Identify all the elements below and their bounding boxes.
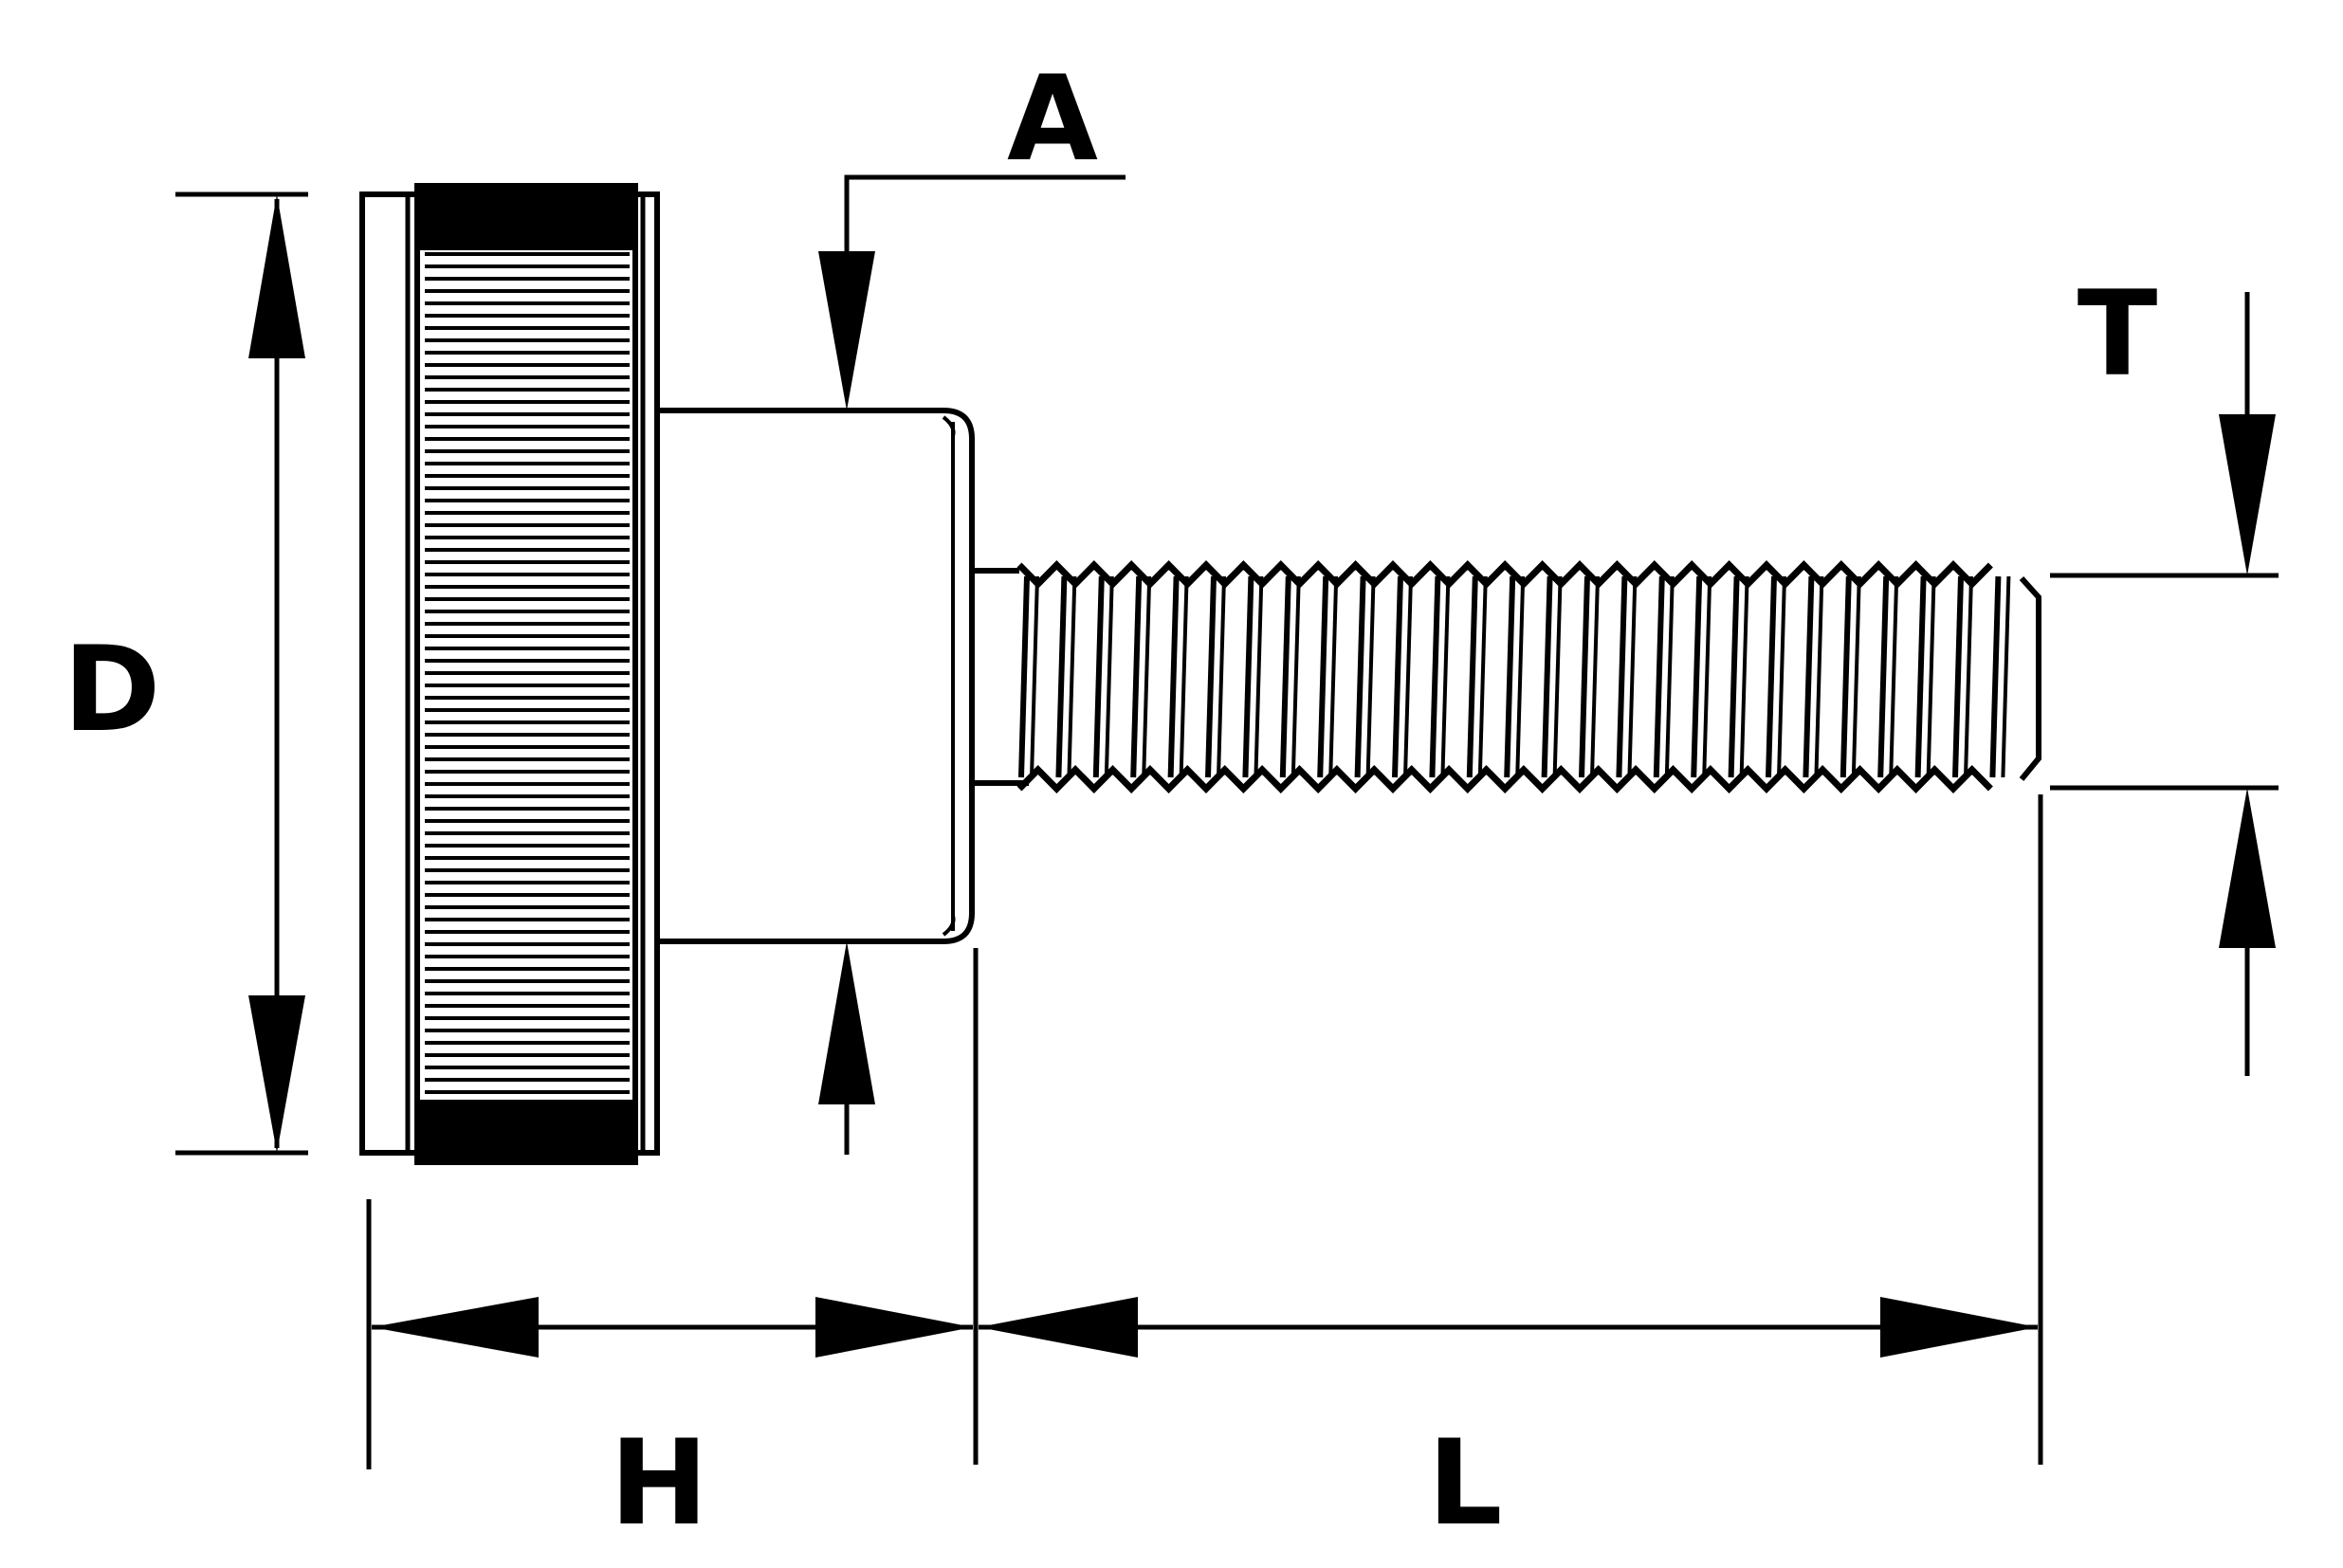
thread-flank xyxy=(1092,575,1105,778)
thread-flank xyxy=(1579,575,1590,778)
dimension-h-l: H L xyxy=(366,794,2043,1552)
label-l: L xyxy=(1427,1415,1502,1552)
shoulder-outline xyxy=(657,408,975,944)
thread-flank xyxy=(1328,575,1339,778)
shoulder-edge-bottom-curve xyxy=(942,915,956,937)
thread-flank xyxy=(1653,575,1665,778)
thread-flank xyxy=(1392,575,1403,778)
thread-flank xyxy=(1590,575,1600,778)
thread-flank xyxy=(1279,575,1291,778)
shoulder xyxy=(657,408,975,944)
shoulder-edge-top-curve xyxy=(942,415,956,437)
thread-flank xyxy=(1739,575,1749,778)
knurl-top-shade xyxy=(417,186,635,250)
thread-flank xyxy=(1840,575,1852,778)
thread-flank xyxy=(1365,575,1376,778)
l-arrow-right xyxy=(1880,1297,2038,1358)
label-d: D xyxy=(64,622,161,758)
thread-flank xyxy=(1130,575,1143,778)
knurl-bottom-shade xyxy=(417,1100,635,1162)
thread-flank xyxy=(1889,575,1899,778)
thread-flank xyxy=(1205,575,1217,778)
thread-flank xyxy=(1914,575,1927,778)
thread-flank xyxy=(1030,575,1039,778)
a-leader xyxy=(844,174,1126,251)
thread-end-chamfer xyxy=(2019,575,2041,781)
knurled-head xyxy=(359,183,660,1165)
dimension-t: T xyxy=(2050,266,2279,1076)
thread-flank xyxy=(1552,575,1563,778)
thread-flank xyxy=(1466,575,1478,778)
thread-pattern xyxy=(1016,560,2011,793)
thread-flank xyxy=(1964,575,1973,778)
thread-flank xyxy=(1403,575,1413,778)
thread-flank xyxy=(1018,575,1030,778)
thread-flank xyxy=(1104,575,1114,778)
thread-flank xyxy=(1055,575,1068,778)
thread-flank xyxy=(1290,575,1301,778)
thread-flank xyxy=(1317,575,1329,778)
thread-flank xyxy=(1242,575,1254,778)
t-arrow-bottom xyxy=(2219,788,2276,948)
thread-flank xyxy=(1814,575,1824,778)
thread-flank xyxy=(1664,575,1675,778)
h-arrow-right xyxy=(815,1297,973,1358)
thread-flank xyxy=(1989,575,2002,778)
thread-flank xyxy=(1217,575,1226,778)
thread-flank xyxy=(1877,575,1890,778)
t-arrow-top xyxy=(2219,414,2276,575)
thread-flank xyxy=(1504,575,1516,778)
knurl-lines xyxy=(425,252,630,1094)
thread-flank xyxy=(1515,575,1526,778)
d-arrow-bottom xyxy=(248,995,305,1153)
thread-flank xyxy=(1354,575,1366,778)
thread-flank xyxy=(1541,575,1553,778)
label-a: A xyxy=(1007,51,1098,188)
a-arrow-bottom xyxy=(818,941,875,1104)
thread-flank xyxy=(1429,575,1441,778)
h-arrow-left xyxy=(372,1297,539,1358)
thread-flank xyxy=(1440,575,1451,778)
thread-flank xyxy=(2001,575,2011,778)
thread-flank xyxy=(1627,575,1638,778)
dimension-d: D xyxy=(64,191,308,1156)
thread-flank xyxy=(1926,575,1936,778)
thread-flank xyxy=(1179,575,1189,778)
thread-flank xyxy=(1777,575,1786,778)
thread-flank xyxy=(1691,575,1703,778)
thread-flank xyxy=(1254,575,1264,778)
d-arrow-top xyxy=(248,194,305,358)
thread-flank xyxy=(1728,575,1740,778)
thread-flank xyxy=(1702,575,1712,778)
dimension-a: A xyxy=(818,51,1126,1155)
neck xyxy=(972,568,1029,786)
label-t: T xyxy=(2078,266,2158,403)
thread-flank xyxy=(1142,575,1152,778)
thread-flank xyxy=(1477,575,1488,778)
thread-flank xyxy=(1067,575,1077,778)
l-arrow-left xyxy=(979,1297,1138,1358)
threaded-shank xyxy=(1016,560,2041,793)
label-h: H xyxy=(610,1415,708,1552)
thread-flank xyxy=(1851,575,1861,778)
thread-flank xyxy=(1766,575,1777,778)
thread-crest-top xyxy=(1016,560,1993,589)
thread-flank xyxy=(1952,575,1964,778)
thread-flank xyxy=(1167,575,1180,778)
thread-flank xyxy=(1803,575,1815,778)
thread-flank xyxy=(1616,575,1628,778)
a-arrow-top xyxy=(818,251,875,410)
